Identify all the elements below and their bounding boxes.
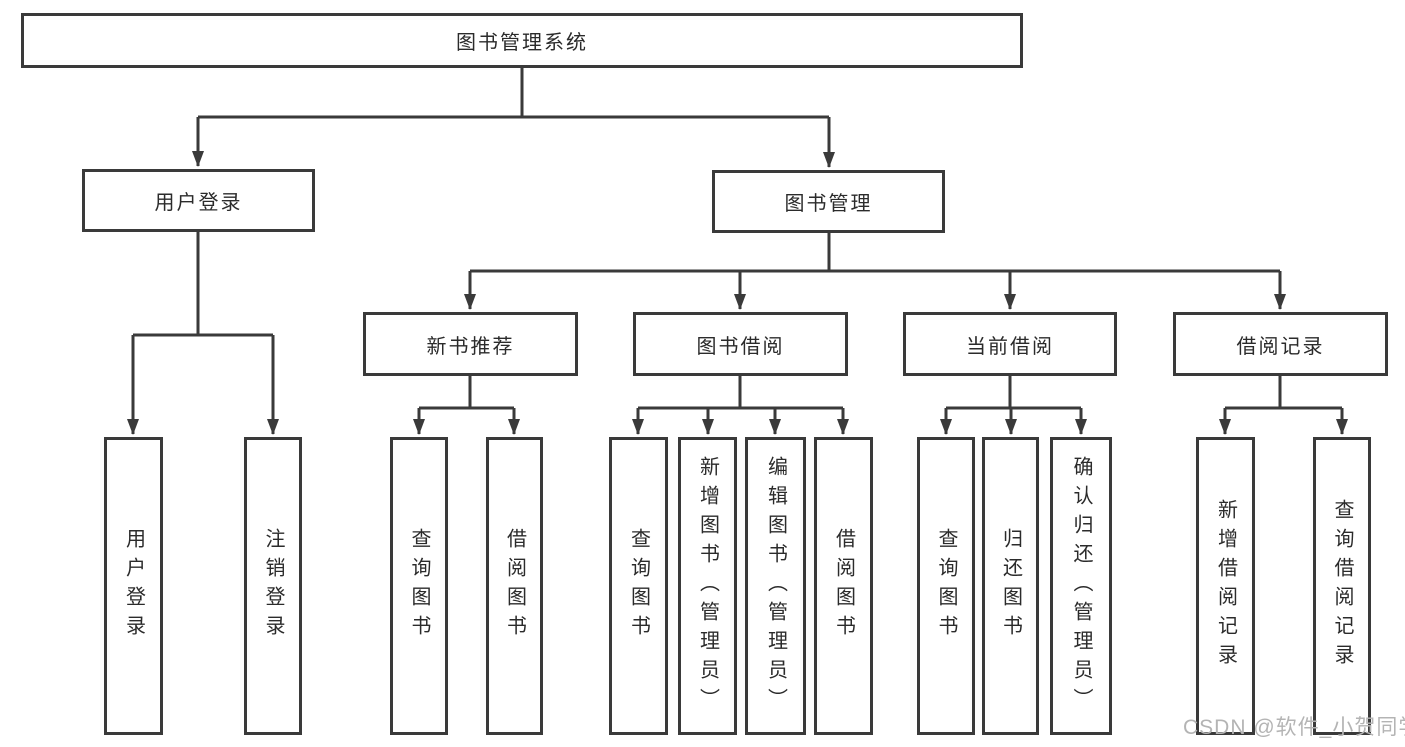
node-label: 借阅图书 [503, 528, 526, 644]
node-label: 借阅记录 [1236, 335, 1325, 358]
node-book-management: 图书管理 [712, 170, 945, 233]
connector-current-borrow-children [940, 376, 1087, 435]
leaf-logout: 注销登录 [244, 437, 302, 735]
node-label: 用户登录 [122, 528, 145, 644]
node-label: 查询图书 [935, 528, 957, 644]
node-label: 编辑图书（管理员） [764, 455, 787, 717]
node-library-management-system: 图书管理系统 [21, 13, 1023, 68]
node-label: 新增借阅记录 [1214, 499, 1237, 673]
leaf-query-borrow-record: 查询借阅记录 [1313, 437, 1371, 735]
leaf-add-borrow-record: 新增借阅记录 [1196, 437, 1255, 735]
node-label: 查询借阅记录 [1331, 499, 1353, 673]
node-borrowing-records: 借阅记录 [1173, 312, 1388, 376]
node-current-borrowing: 当前借阅 [903, 312, 1117, 376]
node-label: 注销登录 [262, 528, 284, 644]
connector-root-to-level2 [192, 68, 835, 168]
csdn-watermark: CSDN @软件_小贺同学 [1183, 716, 1405, 739]
node-new-book-recommend: 新书推荐 [363, 312, 578, 376]
node-label: 当前借阅 [966, 335, 1054, 358]
node-label: 查询图书 [408, 528, 430, 644]
node-label: 用户登录 [154, 192, 243, 214]
connector-borrow-record-children [1219, 376, 1348, 435]
leaf-query-books-borrow: 查询图书 [609, 437, 668, 735]
node-label: 归还图书 [999, 528, 1022, 644]
connector-user-login-children [127, 232, 279, 435]
node-label: 新增图书（管理员） [696, 455, 719, 717]
leaf-borrow-books: 借阅图书 [814, 437, 873, 735]
node-label: 图书借阅 [696, 335, 785, 358]
node-label: 查询图书 [627, 528, 650, 644]
node-label: 图书管理 [784, 193, 873, 215]
node-label: 新书推荐 [426, 335, 515, 358]
leaf-add-book-admin: 新增图书（管理员） [678, 437, 737, 735]
leaf-return-books: 归还图书 [982, 437, 1039, 735]
node-book-borrowing: 图书借阅 [633, 312, 848, 376]
connector-book-management-children [464, 233, 1286, 310]
leaf-query-books-current: 查询图书 [917, 437, 975, 735]
connector-book-borrow-children [632, 376, 849, 435]
node-label: 图书管理系统 [456, 32, 588, 54]
connector-new-book-children [413, 376, 520, 435]
node-label: 借阅图书 [832, 528, 855, 644]
node-label: 确认归还（管理员） [1070, 455, 1092, 717]
leaf-borrow-books-recommend: 借阅图书 [486, 437, 543, 735]
leaf-confirm-return-admin: 确认归还（管理员） [1050, 437, 1112, 735]
leaf-edit-book-admin: 编辑图书（管理员） [745, 437, 806, 735]
node-user-login: 用户登录 [82, 169, 315, 232]
leaf-query-books-recommend: 查询图书 [390, 437, 448, 735]
leaf-user-login: 用户登录 [104, 437, 163, 735]
